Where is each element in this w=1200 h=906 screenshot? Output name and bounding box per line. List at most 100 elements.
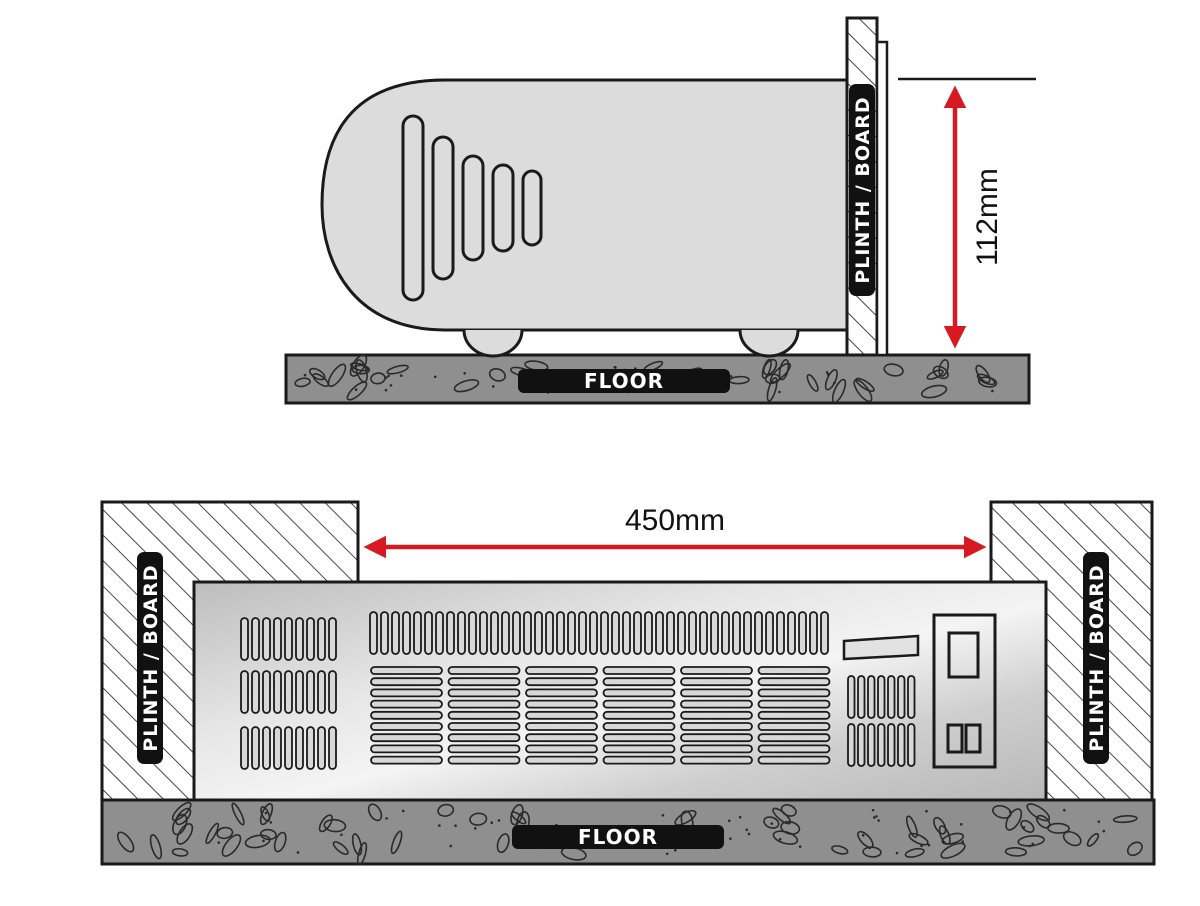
- grille-slot: [602, 710, 676, 720]
- floor-stone: [976, 373, 996, 386]
- floor-speck: [1063, 808, 1066, 812]
- floor-speck: [1097, 820, 1101, 823]
- vent-slot: [306, 670, 315, 714]
- floor-stone: [469, 812, 488, 826]
- floor-speck: [262, 839, 265, 843]
- floor-speck: [729, 837, 732, 840]
- floor-stone: [1004, 847, 1028, 857]
- vent-slot: [306, 726, 315, 770]
- grille-slot: [370, 688, 443, 698]
- front-plinth-right-label: PLINTH / BOARD: [1083, 552, 1109, 764]
- grille-slot: [447, 744, 521, 754]
- floor-speck: [217, 841, 221, 844]
- floor-speck: [1028, 844, 1032, 848]
- floor-stone: [171, 801, 192, 822]
- floor-stone: [231, 802, 245, 826]
- svg-text:FLOOR: FLOOR: [584, 369, 664, 393]
- side-plinth-trim: [875, 40, 889, 357]
- grille-slot: [447, 722, 521, 731]
- floor-speck: [872, 816, 876, 819]
- vent-slot: [867, 723, 876, 767]
- vent-slot: [545, 611, 554, 655]
- vent-slot: [897, 675, 906, 719]
- vent-slot: [776, 611, 785, 655]
- floor-stone: [453, 379, 480, 393]
- floor-speck: [492, 385, 495, 388]
- vent-slot: [468, 611, 477, 655]
- grille-slot: [447, 688, 521, 698]
- floor-speck: [401, 809, 405, 813]
- vent-slot: [765, 611, 774, 655]
- vent-slot: [306, 617, 315, 661]
- floor-speck: [296, 851, 300, 854]
- vent-slot: [721, 611, 730, 655]
- front-plinth-left-label: PLINTH / BOARD: [137, 552, 163, 764]
- vent-slot: [284, 617, 293, 661]
- grille-slot: [757, 710, 831, 720]
- vent-slot: [251, 670, 260, 714]
- vent-slot: [424, 611, 433, 655]
- front-view: PLINTH / BOARD PLINTH / BOARD FLOOR 450m…: [100, 500, 1156, 866]
- grille-slot: [447, 699, 521, 709]
- floor-stone: [763, 816, 780, 829]
- vent-slot: [479, 611, 488, 655]
- heater-body-side: [320, 78, 849, 332]
- floor-stone: [176, 823, 194, 845]
- control-display-window: [947, 631, 980, 679]
- floor-speck: [745, 828, 749, 832]
- floor-stone: [221, 834, 242, 857]
- floor-stone: [149, 834, 163, 860]
- floor-stone: [1062, 830, 1082, 847]
- grille-slot: [680, 677, 753, 687]
- grille-slot: [757, 755, 831, 765]
- vent-slot: [867, 675, 876, 719]
- floor-stone: [496, 833, 510, 854]
- grille-slot: [757, 688, 831, 698]
- floor-speck: [385, 817, 388, 820]
- grille-slot: [757, 722, 831, 731]
- floor-stone: [853, 379, 873, 403]
- vent-slot: [534, 611, 543, 655]
- floor-stone: [883, 363, 904, 377]
- vent-slot: [457, 611, 466, 655]
- grille-slot: [602, 699, 676, 709]
- grille-slot: [757, 699, 831, 709]
- vent-slot: [857, 723, 866, 767]
- grille-slot: [680, 744, 753, 754]
- side-plinth-label: PLINTH / BOARD: [849, 84, 875, 296]
- floor-speck: [895, 851, 899, 855]
- vent-slot: [284, 726, 293, 770]
- grille-slot: [447, 733, 521, 743]
- vent-slot: [699, 611, 708, 655]
- floor-stone: [933, 816, 947, 835]
- floor-speck: [438, 824, 441, 827]
- vent-slot: [413, 611, 422, 655]
- vent-slot: [490, 611, 499, 655]
- grille-slot: [602, 666, 676, 675]
- grille-slot: [680, 755, 753, 765]
- floor-stone: [510, 811, 527, 825]
- floor-stone: [367, 803, 383, 822]
- vent-slot: [251, 617, 260, 661]
- floor-stone: [904, 847, 925, 858]
- vent-slot: [402, 611, 411, 655]
- grille-slot: [525, 755, 598, 765]
- vent-slot: [328, 617, 337, 661]
- floor-stone: [806, 373, 819, 392]
- vent-slot: [556, 611, 565, 655]
- grille-slot: [525, 710, 598, 720]
- floor-stone: [938, 359, 950, 377]
- floor-stone: [780, 820, 801, 835]
- floor-stone: [975, 364, 991, 384]
- vent-slot: [847, 675, 856, 719]
- vent-slot: [380, 611, 389, 655]
- grille-slot: [680, 733, 753, 743]
- floor-stone: [116, 831, 135, 853]
- floor-stone: [862, 846, 882, 858]
- floor-stone: [824, 369, 838, 391]
- grille-slot: [757, 666, 831, 675]
- floor-stone: [977, 376, 998, 388]
- floor-stone: [1112, 815, 1138, 824]
- vent-slot: [622, 611, 631, 655]
- floor-speck: [959, 822, 963, 826]
